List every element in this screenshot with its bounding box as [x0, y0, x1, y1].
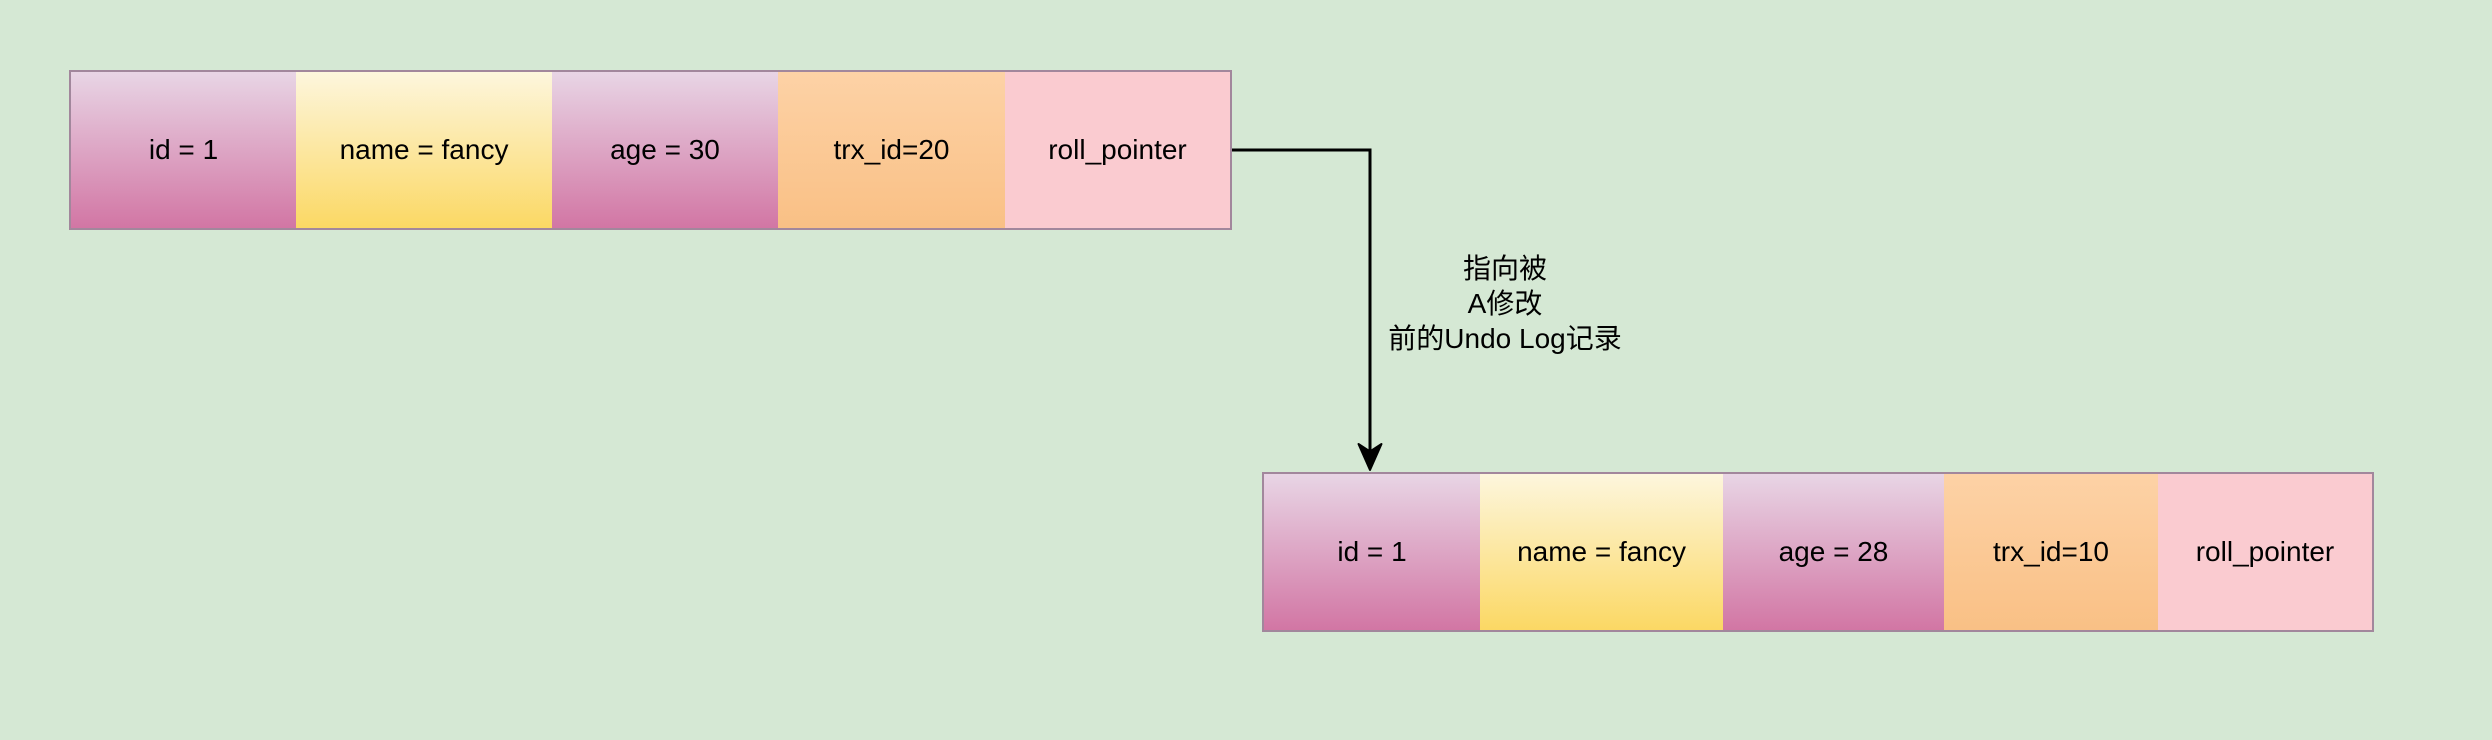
record-row-undo-log: id = 1 name = fancy age = 28 trx_id=10 r… [1262, 472, 2374, 632]
cell-label: name = fancy [1517, 536, 1686, 567]
cell-id: id = 1 [71, 72, 296, 228]
annotation-line: 指向被 [1462, 253, 1547, 284]
record-row-current: id = 1 name = fancy age = 30 trx_id=20 r… [69, 70, 1232, 230]
arrowhead-icon [1357, 443, 1383, 471]
cell-trx-id: trx_id=20 [778, 72, 1005, 228]
cell-name: name = fancy [296, 72, 552, 228]
cell-label: trx_id=10 [1993, 536, 2109, 567]
annotation-line: A修改 [1467, 288, 1543, 319]
cell-label: trx_id=20 [833, 134, 950, 165]
cell-label: roll_pointer [2195, 536, 2335, 567]
cell-name: name = fancy [1480, 474, 1723, 630]
cell-label: id = 1 [1337, 536, 1407, 567]
cell-label: roll_pointer [1048, 134, 1187, 165]
arrow-line [1232, 148, 1372, 452]
cell-roll-pointer: roll_pointer [2158, 474, 2372, 630]
cell-roll-pointer: roll_pointer [1005, 72, 1230, 228]
cell-id: id = 1 [1264, 474, 1480, 630]
cell-age: age = 30 [552, 72, 778, 228]
cell-trx-id: trx_id=10 [1944, 474, 2158, 630]
cell-label: age = 30 [610, 134, 720, 165]
annotation-line: 前的Undo Log记录 [1388, 323, 1622, 354]
cell-label: age = 28 [1778, 536, 1889, 567]
cell-label: id = 1 [148, 134, 219, 165]
arrow-annotation: 指向被 A修改 前的Undo Log记录 [1380, 251, 1630, 356]
cell-age: age = 28 [1723, 474, 1944, 630]
cell-label: name = fancy [339, 134, 509, 165]
